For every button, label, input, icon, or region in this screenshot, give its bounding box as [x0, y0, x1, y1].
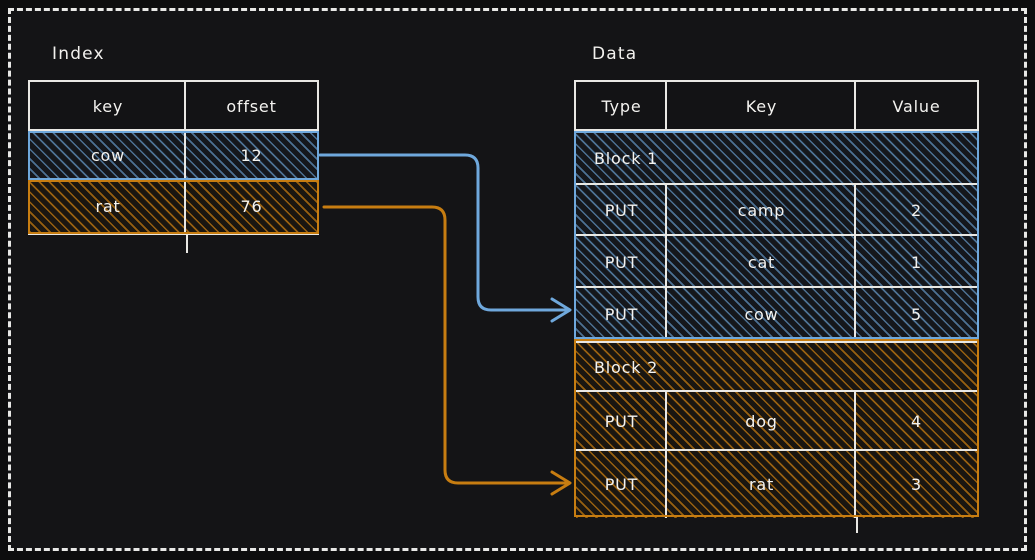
data-block2-row-rat[interactable]: PUT rat 3 — [574, 449, 979, 518]
data-block1-row-camp-type: PUT — [576, 185, 667, 236]
data-block2-row-dog-type: PUT — [576, 392, 667, 451]
index-header-row: key offset — [30, 82, 317, 131]
data-table-tick — [856, 517, 858, 533]
data-header-value: Value — [892, 97, 941, 116]
index-table-tick — [186, 235, 188, 253]
data-block1-header[interactable]: Block 1 — [574, 129, 979, 185]
data-block1-row-cow-key: cow — [667, 288, 856, 340]
index-row-cow-key: cow — [30, 131, 186, 180]
data-block1-row-cat-type: PUT — [576, 236, 667, 288]
index-section-title: Index — [52, 44, 105, 64]
data-block2-row-rat-type: PUT — [576, 451, 667, 518]
index-header-offset: offset — [226, 97, 277, 116]
data-header-type: Type — [576, 82, 667, 131]
data-header-row: Type Key Value — [576, 82, 977, 131]
data-block2-row-rat-key: rat — [667, 451, 856, 518]
data-block1-row-cow-value: 5 — [911, 304, 922, 324]
data-block1-row-cat-value: 1 — [911, 252, 922, 272]
data-block1-row-cat-key: cat — [667, 236, 856, 288]
data-block2-row-dog-key: dog — [667, 392, 856, 451]
index-row-rat-key: rat — [30, 180, 186, 233]
index-row-rat-offset: 76 — [240, 197, 263, 216]
data-block1-row-cow-type: PUT — [576, 288, 667, 340]
data-section-title: Data — [592, 44, 638, 64]
data-block1-row-camp[interactable]: PUT camp 2 — [574, 183, 979, 236]
data-block2-row-dog[interactable]: PUT dog 4 — [574, 390, 979, 451]
data-header-key: Key — [667, 82, 856, 131]
index-row-rat[interactable]: rat 76 — [28, 178, 319, 233]
data-table: Type Key Value Block 1 PUT camp 2 PUT ca… — [574, 80, 979, 518]
data-block1-row-cat[interactable]: PUT cat 1 — [574, 234, 979, 288]
data-block2-label: Block 2 — [594, 358, 659, 377]
data-block2-row-dog-value: 4 — [911, 412, 922, 431]
data-block1-row-cow[interactable]: PUT cow 5 — [574, 286, 979, 340]
index-row-cow[interactable]: cow 12 — [28, 129, 319, 180]
data-block1-row-camp-key: camp — [667, 185, 856, 236]
index-table: key offset cow 12 rat 76 — [28, 80, 319, 235]
index-row-cow-offset: 12 — [240, 146, 263, 165]
data-block1-label: Block 1 — [594, 148, 659, 168]
data-block1-row-camp-value: 2 — [911, 201, 922, 220]
data-block2-row-rat-value: 3 — [911, 475, 922, 494]
data-block2-header[interactable]: Block 2 — [574, 341, 979, 392]
index-header-key: key — [30, 82, 186, 131]
